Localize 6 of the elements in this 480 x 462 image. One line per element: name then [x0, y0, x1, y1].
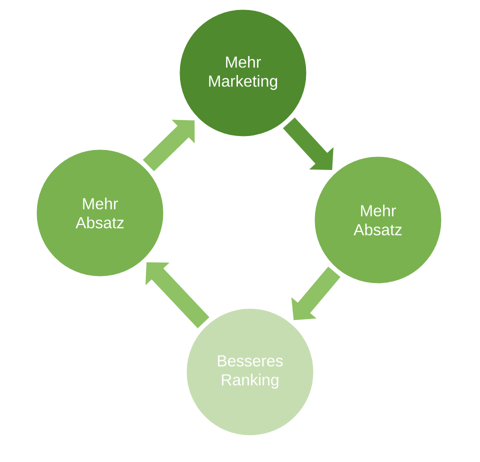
circle-node: Mehr Marketing — [178, 8, 308, 138]
block-arrow — [145, 262, 210, 328]
circle-node: Besseres Ranking — [185, 307, 315, 437]
circle-node: Mehr Absatz — [35, 148, 165, 278]
block-arrow — [142, 120, 195, 172]
circle-node: Mehr Absatz — [313, 155, 443, 285]
